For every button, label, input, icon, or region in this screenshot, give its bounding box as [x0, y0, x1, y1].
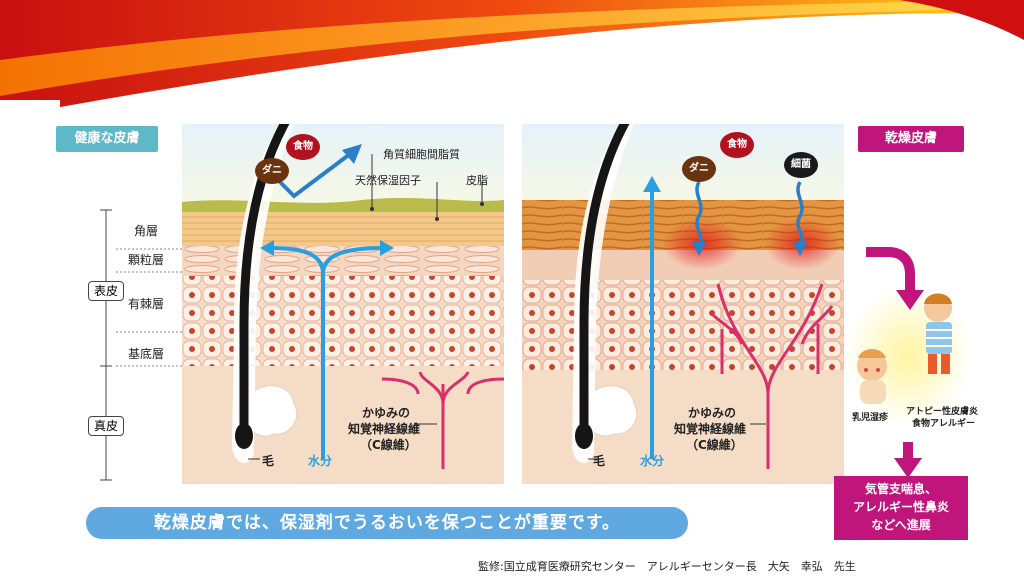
- progression-line-1: 気管支喘息、: [864, 482, 937, 496]
- water-label-left: 水分: [308, 454, 333, 468]
- atopy-label-1: アトピー性皮膚炎: [906, 407, 979, 417]
- progression-graphic: [848, 247, 972, 478]
- layer-label-spinous: 有棘層: [128, 297, 165, 311]
- infant-eczema-label: 乳児湿疹: [852, 413, 889, 423]
- layer-label-basal: 基底層: [128, 347, 165, 361]
- sebum-label: 皮脂: [466, 174, 488, 187]
- epidermis-label: 表皮: [88, 281, 124, 301]
- progression-line-3: などへ進展: [871, 518, 931, 532]
- healthy-skin-tag: 健康な皮膚: [56, 126, 158, 152]
- hair-label-left: 毛: [262, 454, 275, 468]
- credit-text: 監修:国立成育医療研究センター アレルギーセンター長 大矢 幸弘 先生: [478, 560, 856, 573]
- nerve-label-right-1: かゆみの: [688, 406, 737, 420]
- nerve-label-left-3: （C線維）: [360, 438, 417, 452]
- layer-label-granular: 顆粒層: [128, 253, 165, 267]
- bacteria-badge-right: 細菌: [784, 152, 818, 178]
- healthy-skin-diagram: [182, 124, 504, 484]
- nerve-label-left-2: 知覚神経線維: [348, 422, 421, 436]
- atopy-label-2: 食物アレルギー: [912, 419, 976, 429]
- lipid-label: 角質細胞間脂質: [383, 148, 460, 161]
- dermis-label: 真皮: [88, 416, 124, 436]
- progression-line-2: アレルギー性鼻炎: [852, 500, 949, 514]
- bottom-message-bar: 乾燥皮膚では、保湿剤でうるおいを保つことが重要です。: [86, 507, 688, 539]
- mite-badge-left: ダニ: [255, 158, 289, 184]
- dry-skin-tag: 乾燥皮膚: [858, 126, 964, 152]
- header-swoosh-decoration: [0, 0, 1024, 118]
- progression-box: 気管支喘息、 アレルギー性鼻炎 などへ進展: [834, 476, 968, 540]
- nerve-label-right-3: （C線維）: [686, 438, 743, 452]
- nerve-label-right-2: 知覚神経線維: [674, 422, 747, 436]
- nmf-label: 天然保湿因子: [355, 174, 421, 187]
- food-badge-left: 食物: [286, 134, 320, 160]
- food-badge-right: 食物: [720, 132, 754, 158]
- water-label-right: 水分: [640, 454, 665, 468]
- mite-badge-right: ダニ: [682, 156, 716, 182]
- hair-label-right: 毛: [593, 454, 606, 468]
- nerve-label-left-1: かゆみの: [362, 406, 411, 420]
- layer-label-stratum-corneum: 角層: [134, 224, 159, 238]
